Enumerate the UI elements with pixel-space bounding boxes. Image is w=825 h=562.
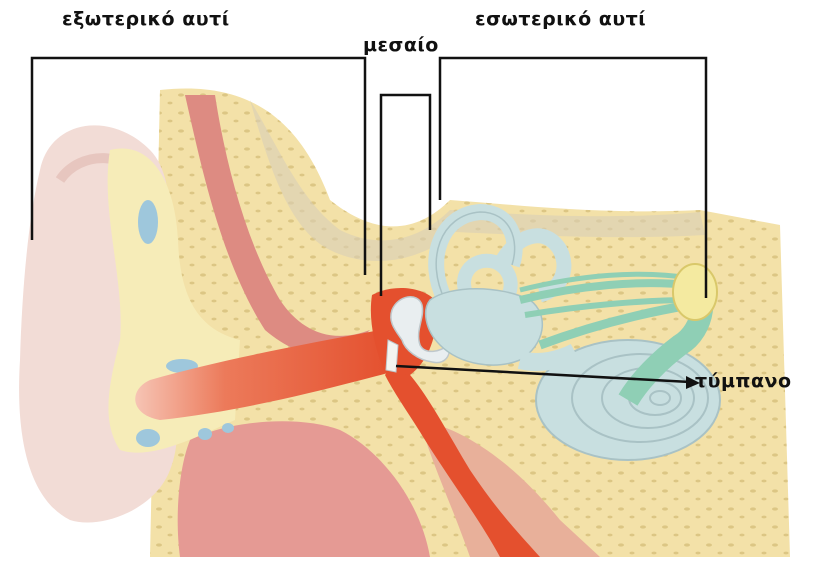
inner-ear-label: εσωτερικό αυτί (475, 8, 646, 30)
eardrum-label: τύμπανο (695, 370, 792, 392)
middle-ear-label: μεσαίο (363, 34, 439, 56)
cartilage-spot-1 (138, 200, 158, 244)
cartilage-spot-3 (136, 429, 160, 447)
outer-ear-label: εξωτερικό αυτί (62, 8, 230, 30)
cartilage-spot-4 (198, 428, 212, 440)
cartilage-spot-5 (222, 423, 234, 433)
internal-canal-opening (673, 264, 717, 320)
